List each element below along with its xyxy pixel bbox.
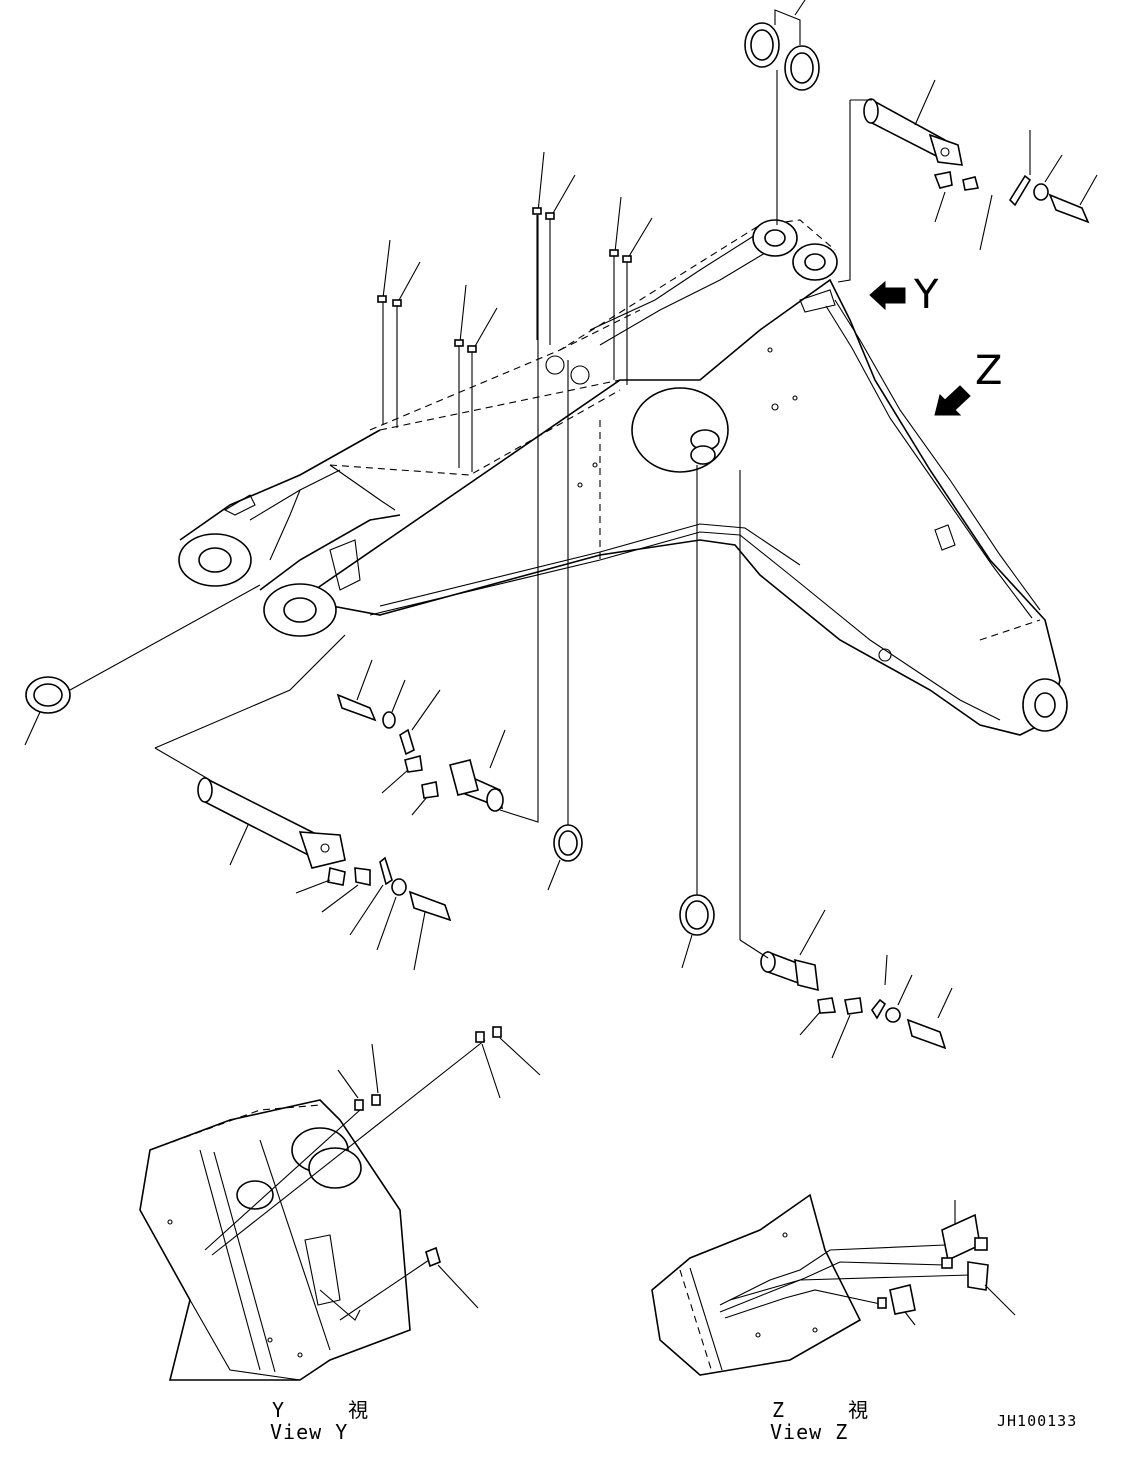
view-z-title-jp: Z 視 [772,1398,895,1422]
washer-left [24,584,261,746]
view-z-title-en: View Z [770,1420,849,1444]
drawing-code: JH100133 [997,1412,1078,1430]
view-y-label: Y [914,272,939,318]
clamp-group-top [377,151,653,472]
view-z-label: Z [975,348,1003,394]
view-y-title-jp: Y 視 [272,1398,395,1422]
view-y-title-en: View Y [270,1420,349,1444]
view-y-arrow [869,280,906,311]
view-y-detail [139,1026,541,1381]
view-z-detail [651,1193,1016,1376]
boom-body [178,219,1068,736]
washer-right-mid [679,465,715,969]
pin-assembly-center [336,215,539,823]
pin-assembly-left [154,634,452,971]
view-z-arrow [934,385,971,416]
washer-top [744,0,820,225]
pin-assembly-lower-right [739,470,953,1059]
washer-mid [547,360,583,891]
pin-assembly-top [837,79,1098,283]
